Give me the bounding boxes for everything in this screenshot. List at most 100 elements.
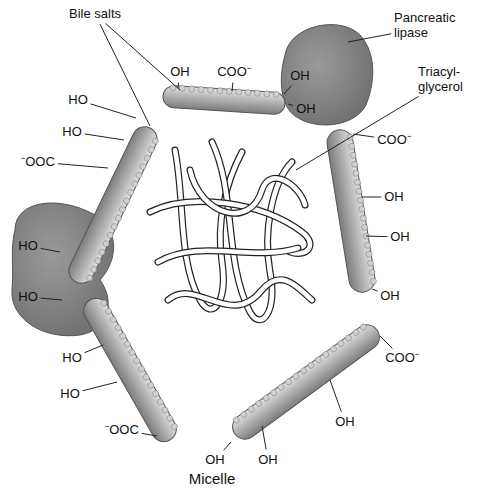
bile-salt-bump: [364, 242, 371, 249]
bile-salt-bump: [151, 137, 159, 145]
bile-salt-bump: [307, 361, 315, 369]
bile-salt-bump: [226, 88, 232, 94]
bile-salt-body: [162, 85, 285, 115]
bile-salt-body: [65, 123, 162, 288]
part-name: Pancreatic lipase: [394, 11, 470, 41]
bile-salt: [325, 128, 378, 294]
bile-salt-bump: [106, 231, 114, 239]
bile-salt-bump: [232, 416, 240, 424]
bile-salt-bump: [170, 422, 178, 430]
bile-salt-bump: [329, 345, 337, 353]
bile-salt-bump: [123, 340, 131, 348]
bile-salt-bump: [133, 357, 141, 365]
bond-line: [85, 345, 103, 353]
bile-salt-bump: [369, 269, 376, 276]
bile-salt-bump: [94, 257, 102, 265]
chemical-group: OH: [258, 453, 278, 468]
bile-salt-bump: [254, 399, 262, 407]
bile-salt-bump: [235, 89, 241, 95]
bile-salt-bump: [247, 405, 255, 413]
chemical-group: OH: [290, 69, 310, 84]
bond-line: [262, 426, 266, 450]
chemical-group: HO: [18, 290, 38, 305]
part-name: Bile salts: [69, 7, 121, 22]
bile-salt: [227, 319, 384, 444]
bile-salt-bump: [161, 406, 169, 414]
fatty-acid-chain: [158, 248, 298, 262]
bond-line: [232, 82, 234, 91]
bile-salt-bump: [135, 171, 143, 179]
bile-salt-bump: [147, 146, 155, 154]
chemical-group: COO⁻: [385, 351, 419, 366]
chemical-group: HO: [68, 93, 88, 108]
bile-salt-bump: [273, 91, 279, 97]
bile-salt-bump: [118, 206, 126, 214]
bile-salt-bump: [284, 378, 292, 386]
chemical-group: OH: [380, 289, 400, 304]
bond-line: [353, 134, 374, 137]
part-name: Triacyl- glycerol: [418, 65, 474, 95]
chemical-group: ⁻OOC: [21, 155, 55, 170]
chemical-group: COO⁻: [377, 133, 411, 148]
bile-salt-bump: [299, 367, 307, 375]
bile-salt-bump: [366, 251, 373, 258]
chemical-group: OH: [390, 230, 410, 245]
bile-salt-bump: [353, 170, 360, 177]
bile-salt-bump: [245, 89, 251, 95]
fatty-acid-chain: [158, 248, 298, 262]
bile-salt-bump: [351, 161, 358, 168]
leader-line: [106, 23, 180, 90]
chemical-group: COO⁻: [217, 65, 251, 80]
bond-line: [41, 248, 60, 252]
bile-salt-bump: [348, 143, 355, 150]
bond-line: [41, 298, 62, 300]
bile-salt-bump: [240, 410, 248, 418]
bile-salt-bump: [102, 240, 110, 248]
chemical-group: OH: [296, 102, 316, 117]
chemical-group: HO: [60, 387, 80, 402]
fatty-acid-chain: [190, 170, 305, 213]
chemical-group: OH: [170, 65, 190, 80]
bile-salt-bump: [109, 315, 117, 323]
fatty-acid-chain: [212, 142, 292, 320]
bile-salt: [79, 293, 182, 446]
bile-salt: [65, 123, 162, 288]
chemical-group: OH: [205, 453, 225, 468]
bile-salt-bump: [179, 85, 185, 91]
leader-lines: [41, 23, 419, 450]
chemical-group: ⁻OOC: [105, 423, 139, 438]
bond-line: [330, 380, 341, 412]
bile-salt-bump: [156, 398, 164, 406]
bond-line: [372, 289, 377, 291]
bile-salt-bump: [217, 88, 223, 94]
bile-salt-bump: [166, 414, 174, 422]
bile-salt-bump: [114, 324, 122, 332]
bond-line: [58, 164, 108, 168]
bile-salt-bump: [110, 223, 118, 231]
bile-salt-bump: [358, 206, 365, 213]
bile-salt-bump: [139, 163, 147, 171]
bile-salt-bump: [254, 90, 260, 96]
bond-line: [83, 382, 117, 391]
bile-salt-bump: [104, 307, 112, 315]
bile-salt-bump: [114, 214, 122, 222]
bile-salt-bump: [354, 179, 361, 186]
bond-line: [362, 197, 381, 198]
bile-salt-bump: [147, 381, 155, 389]
bond-line: [142, 433, 157, 436]
bile-salt-bump: [142, 373, 150, 381]
triacylglycerol-chains: [150, 142, 312, 320]
bond-line: [224, 442, 231, 450]
bile-salt-bump: [264, 91, 270, 97]
bile-salt-bump: [370, 278, 377, 285]
bile-salt-bump: [131, 180, 139, 188]
bile-salt-bump: [359, 323, 367, 331]
bile-salt-bump: [350, 152, 357, 159]
bile-salt-body: [325, 128, 377, 294]
bond-line: [178, 82, 180, 88]
bile-salt-bump: [137, 365, 145, 373]
bile-salt-bump: [100, 299, 108, 307]
bile-salt-bump: [86, 274, 94, 282]
bile-salt-body: [79, 294, 181, 446]
